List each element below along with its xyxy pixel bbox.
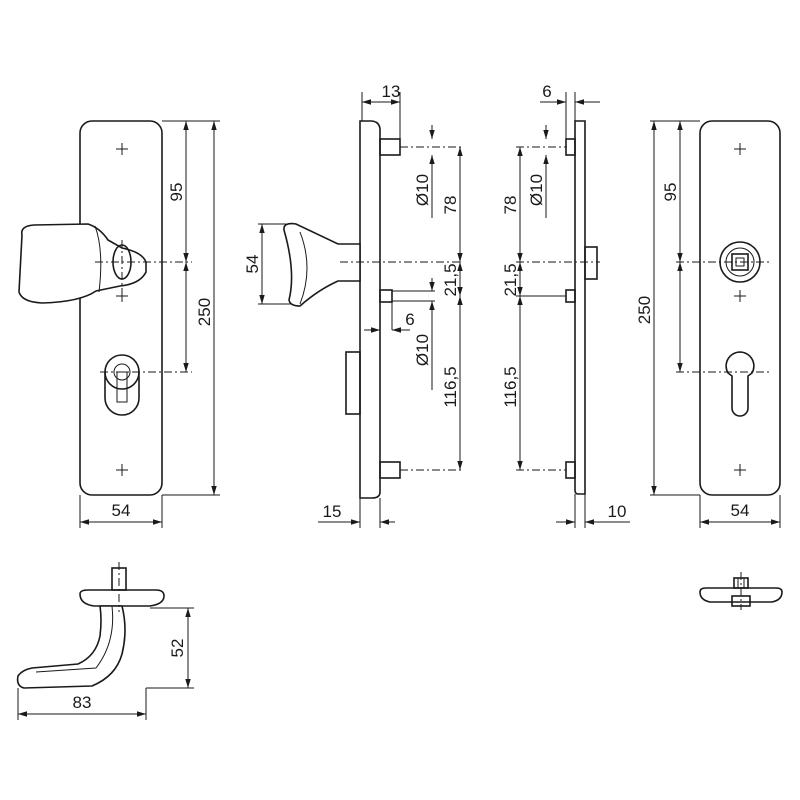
screw-mark-icon	[734, 143, 746, 476]
back-view: 250 95 54	[635, 120, 781, 528]
dim-inner-offset: 6	[542, 82, 551, 101]
keyhole-icon	[725, 351, 755, 417]
dim-inner-diameter: Ø10	[527, 174, 546, 206]
dim-section-pin: 6	[405, 310, 414, 329]
knob-side-icon	[283, 222, 361, 307]
dim-front-height: 250	[195, 298, 214, 326]
dim-section-thickness: 15	[323, 502, 342, 521]
dim-back-width: 54	[731, 501, 750, 520]
thumb-turn-profile-view	[699, 572, 783, 610]
dim-section-offset: 13	[382, 82, 401, 101]
handle-arm-icon	[16, 605, 126, 689]
dim-front-spacing: 95	[167, 183, 186, 202]
dim-front-width: 54	[112, 501, 131, 520]
dim-inner-lower: 116,5	[501, 366, 520, 407]
screw-mark-icon	[116, 143, 128, 476]
knob-icon	[18, 223, 147, 304]
dim-section-knob: 54	[243, 255, 262, 274]
dim-inner-thickness: 10	[608, 502, 627, 521]
dim-back-height: 250	[635, 296, 654, 324]
dim-handle-length: 83	[73, 693, 92, 712]
dim-back-spacing: 95	[661, 183, 680, 202]
inner-section-view: 6 Ø10 78 21,5 116,5 10	[501, 82, 630, 528]
dim-section-upper: 78	[441, 196, 460, 215]
handle-profile-view: 52 83	[16, 562, 194, 720]
front-view: 95 250 54	[18, 120, 220, 528]
dim-section-diameter-low: Ø10	[413, 334, 432, 366]
dim-section-lower: 116,5	[441, 366, 460, 407]
side-section-view: 13 Ø10 78 21,5 6 Ø10 116,5 54 15	[243, 82, 463, 528]
dim-section-middle: 21,5	[441, 263, 460, 296]
dim-handle-height: 52	[168, 639, 187, 658]
dim-section-diameter-top: Ø10	[413, 174, 432, 206]
cylinder-cutout-icon	[104, 354, 140, 416]
dim-inner-middle: 21,5	[501, 263, 520, 296]
dim-inner-upper: 78	[501, 196, 520, 215]
